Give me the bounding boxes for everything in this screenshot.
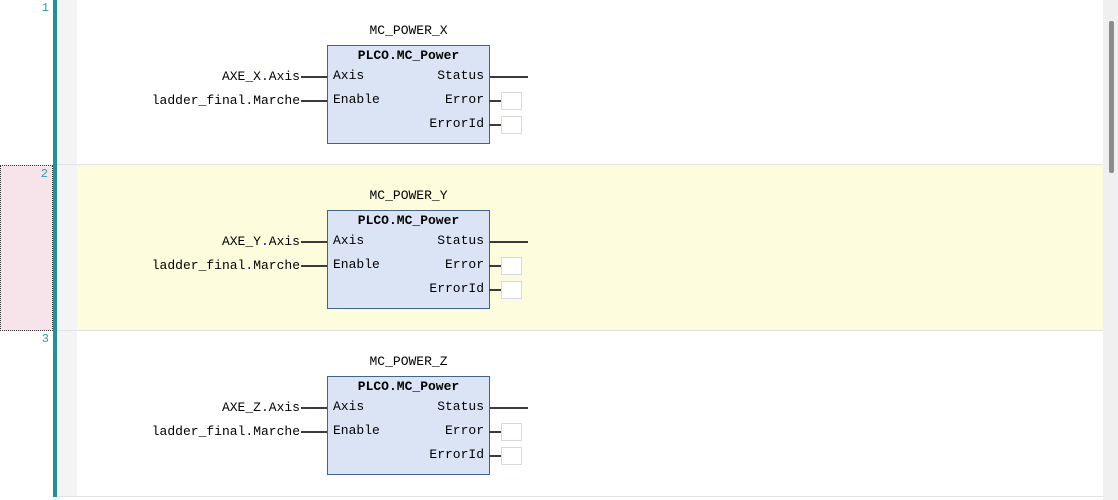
error-connection-stub xyxy=(489,265,502,267)
bottom-filler xyxy=(0,497,1118,500)
enable-connection-line xyxy=(301,100,327,102)
axis-connection-line xyxy=(301,241,327,243)
network-1: 1 MC_POWER_X PLCO.MC_Power Axis Status E… xyxy=(0,0,1118,165)
output-pin-errorid: ErrorId xyxy=(429,447,484,462)
input-pin-axis: Axis xyxy=(333,399,365,414)
error-output-value-box[interactable] xyxy=(501,423,522,441)
output-pin-status: Status xyxy=(437,68,484,83)
network-number: 3 xyxy=(41,332,49,346)
input-pin-enable: Enable xyxy=(333,257,380,272)
input-pin-enable: Enable xyxy=(333,92,380,107)
operand-enable[interactable]: ladder_final.Marche xyxy=(151,424,300,439)
function-block[interactable]: PLCO.MC_Power Axis Status Enable Error E… xyxy=(327,210,490,309)
error-output-value-box[interactable] xyxy=(501,257,522,275)
errorid-connection-stub xyxy=(489,289,502,291)
status-connection-line xyxy=(490,76,528,78)
left-rail xyxy=(53,0,57,165)
margin-strip xyxy=(57,331,77,497)
status-connection-line xyxy=(490,241,528,243)
operand-enable[interactable]: ladder_final.Marche xyxy=(151,258,300,273)
errorid-connection-stub xyxy=(489,455,502,457)
network-number: 1 xyxy=(41,1,49,15)
block-type-name: PLCO.MC_Power xyxy=(357,213,460,228)
block-instance-name[interactable]: MC_POWER_X xyxy=(369,23,448,38)
margin-strip xyxy=(57,165,77,331)
function-block[interactable]: PLCO.MC_Power Axis Status Enable Error E… xyxy=(327,376,490,475)
block-type-name: PLCO.MC_Power xyxy=(357,48,460,63)
input-pin-axis: Axis xyxy=(333,68,365,83)
errorid-output-value-box[interactable] xyxy=(501,281,522,299)
network-gutter[interactable]: 1 xyxy=(0,0,53,165)
operand-enable[interactable]: ladder_final.Marche xyxy=(151,93,300,108)
network-3: 3 MC_POWER_Z PLCO.MC_Power Axis Status E… xyxy=(0,331,1118,497)
margin-strip xyxy=(57,0,77,165)
error-connection-stub xyxy=(489,100,502,102)
input-pin-enable: Enable xyxy=(333,423,380,438)
network-gutter[interactable]: 3 xyxy=(0,331,53,497)
enable-connection-line xyxy=(301,431,327,433)
status-connection-line xyxy=(490,407,528,409)
network-separator xyxy=(57,164,1103,165)
network-gutter-selected[interactable]: 2 xyxy=(0,165,53,331)
network-canvas[interactable] xyxy=(77,165,1103,331)
axis-connection-line xyxy=(301,407,327,409)
output-pin-errorid: ErrorId xyxy=(429,116,484,131)
error-connection-stub xyxy=(489,431,502,433)
output-pin-status: Status xyxy=(437,233,484,248)
output-pin-status: Status xyxy=(437,399,484,414)
network-2: 2 MC_POWER_Y PLCO.MC_Power Axis Status E… xyxy=(0,165,1118,331)
block-type-name: PLCO.MC_Power xyxy=(357,379,460,394)
enable-connection-line xyxy=(301,265,327,267)
block-instance-name[interactable]: MC_POWER_Y xyxy=(369,188,448,203)
operand-axis[interactable]: AXE_Z.Axis xyxy=(221,400,300,415)
errorid-output-value-box[interactable] xyxy=(501,447,522,465)
scrollbar-thumb[interactable] xyxy=(1109,21,1114,173)
operand-axis[interactable]: AXE_X.Axis xyxy=(221,69,300,84)
output-pin-errorid: ErrorId xyxy=(429,281,484,296)
error-output-value-box[interactable] xyxy=(501,92,522,110)
output-pin-error: Error xyxy=(444,92,484,107)
vertical-scrollbar[interactable] xyxy=(1103,0,1118,500)
left-rail xyxy=(53,165,57,331)
block-instance-name[interactable]: MC_POWER_Z xyxy=(369,354,448,369)
operand-axis[interactable]: AXE_Y.Axis xyxy=(221,234,300,249)
output-pin-error: Error xyxy=(444,257,484,272)
output-pin-error: Error xyxy=(444,423,484,438)
network-separator xyxy=(57,330,1103,331)
left-rail xyxy=(53,331,57,497)
input-pin-axis: Axis xyxy=(333,233,365,248)
errorid-connection-stub xyxy=(489,124,502,126)
function-block[interactable]: PLCO.MC_Power Axis Status Enable Error E… xyxy=(327,45,490,144)
axis-connection-line xyxy=(301,76,327,78)
network-number: 2 xyxy=(40,167,48,181)
network-separator xyxy=(57,496,1103,497)
errorid-output-value-box[interactable] xyxy=(501,116,522,134)
